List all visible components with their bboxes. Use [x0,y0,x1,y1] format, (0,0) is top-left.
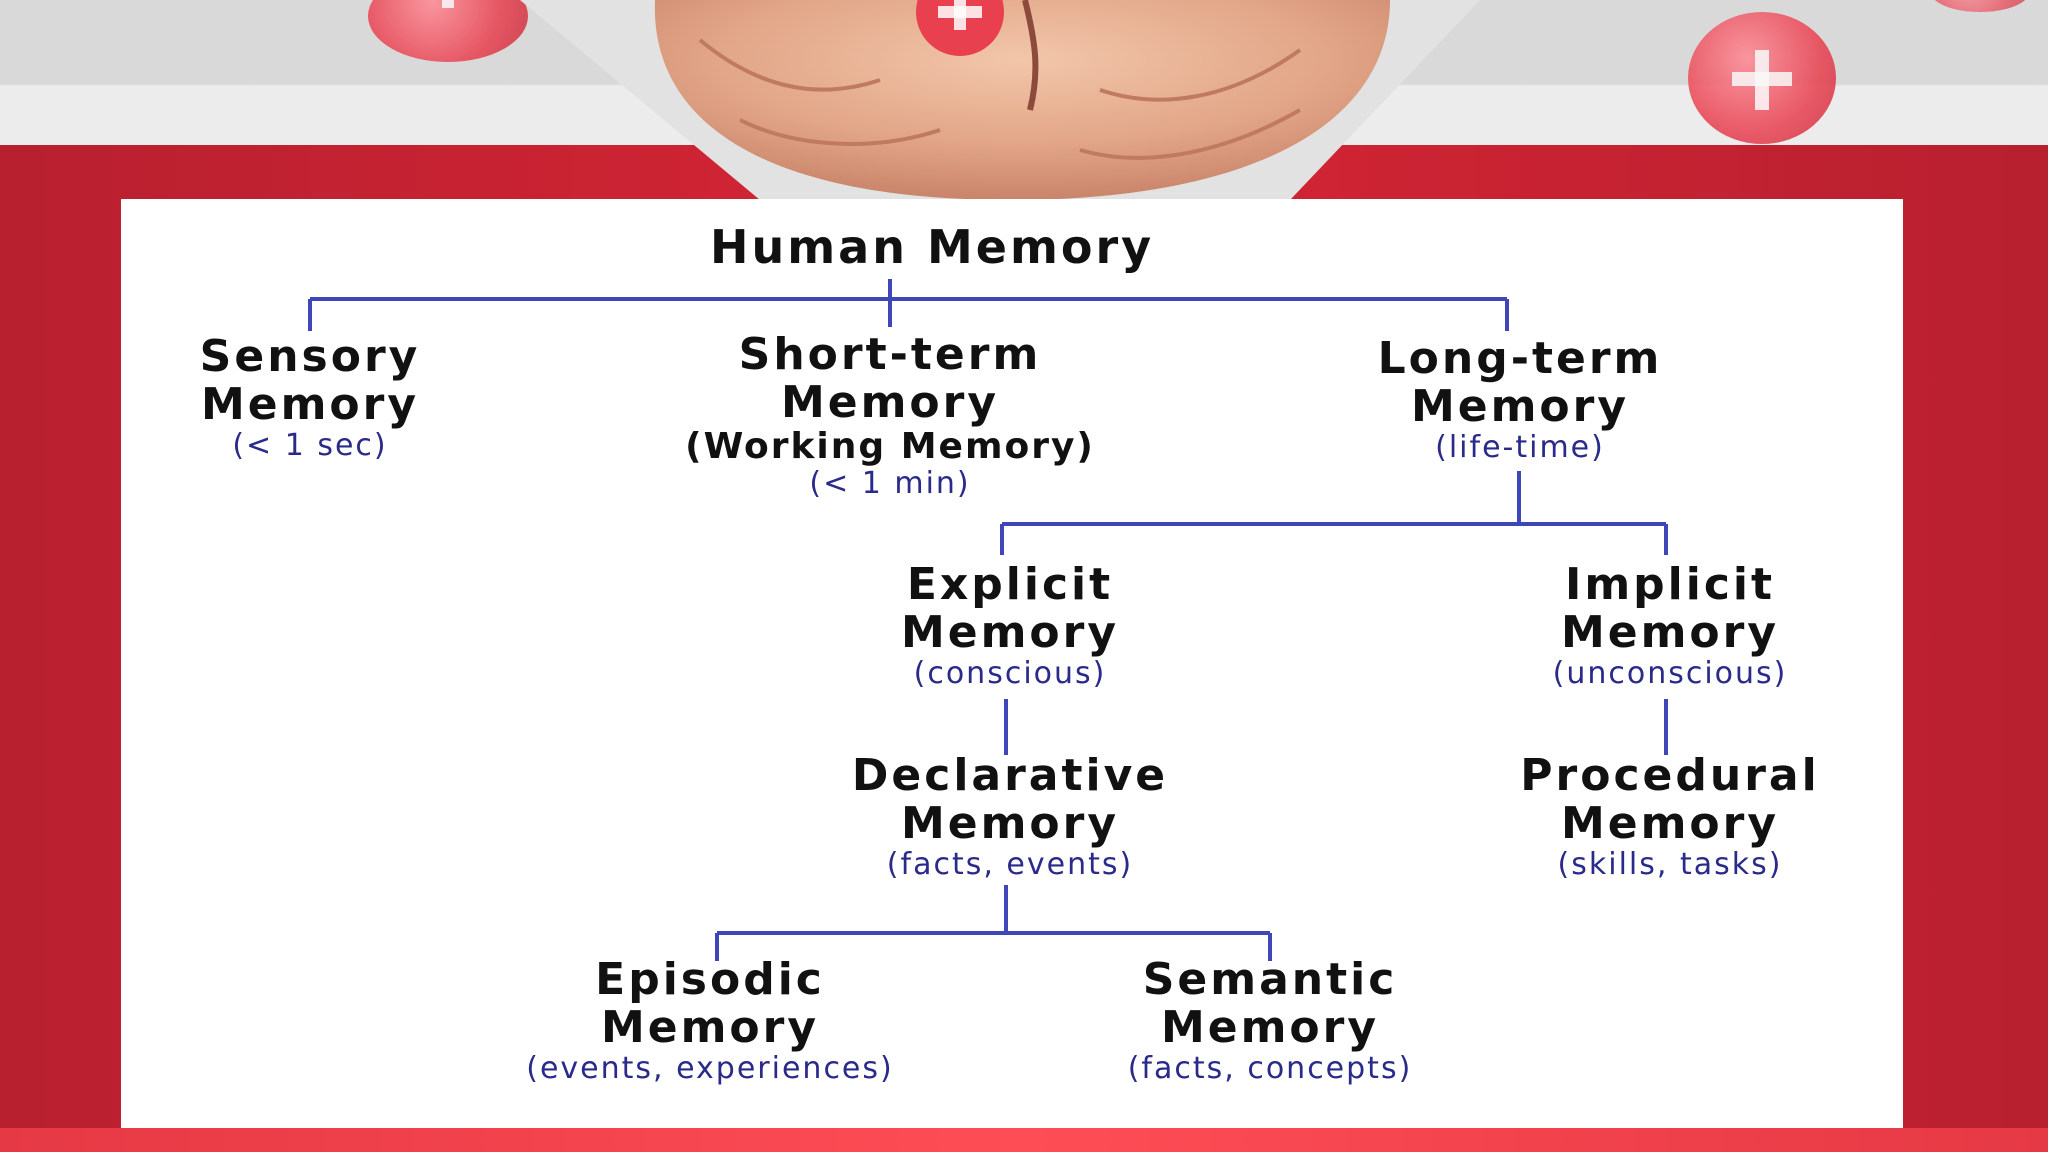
node-short-term-memory: Short-term Memory (Working Memory) (< 1 … [610,331,1170,501]
node-title: Semantic [1142,954,1398,1005]
node-explicit-memory: Explicit Memory (conscious) [840,561,1180,691]
node-title: Memory [600,1002,820,1053]
node-subtitle: (facts, concepts) [1127,1051,1413,1086]
node-title: Human Memory [710,220,1155,274]
node-subtitle: (< 1 sec) [232,428,388,463]
node-title: Implicit [1564,559,1776,610]
node-title: Long-term [1377,333,1663,384]
medical-cross-icon [1688,12,1836,144]
node-episodic-memory: Episodic Memory (events, experiences) [460,956,960,1086]
node-title: Memory [1410,381,1630,432]
node-title: Memory [1560,798,1780,849]
node-title: Memory [200,379,420,430]
node-procedural-memory: Procedural Memory (skills, tasks) [1460,752,1880,882]
node-title: Sensory [199,331,421,382]
medical-cross-icon [1930,0,2030,12]
node-sensory-memory: Sensory Memory (< 1 sec) [150,333,470,463]
node-subtitle: (life-time) [1435,430,1605,465]
node-title: Procedural [1520,750,1820,801]
node-subtitle: (events, experiences) [526,1051,894,1086]
connector-lines [308,279,1668,961]
node-subtitle: (< 1 min) [809,466,971,501]
node-subtitle: (skills, tasks) [1557,847,1783,882]
node-title: Declarative [851,750,1169,801]
node-title: Episodic [595,954,825,1005]
node-subtitle: (unconscious) [1552,656,1788,691]
node-title: Memory [900,607,1120,658]
node-title: Short-term [738,329,1042,380]
node-subtitle: (conscious) [913,656,1107,691]
node-title: Memory [900,798,1120,849]
brain-illustration [520,0,1480,200]
node-title: Explicit [906,559,1114,610]
slide-bottom-glow [0,1128,2048,1152]
node-title: Memory [1160,1002,1380,1053]
node-long-term-memory: Long-term Memory (life-time) [1320,335,1720,465]
memory-hierarchy-diagram: Human Memory Sensory Memory (< 1 sec) Sh… [121,199,1903,1128]
node-declarative-memory: Declarative Memory (facts, events) [810,752,1210,882]
node-title: Memory [780,377,1000,428]
node-human-memory: Human Memory [710,220,1155,274]
node-implicit-memory: Implicit Memory (unconscious) [1490,561,1850,691]
node-semantic-memory: Semantic Memory (facts, concepts) [1040,956,1500,1086]
node-subtitle: (facts, events) [886,847,1134,882]
node-title: Memory [1560,607,1780,658]
node-subtitle: (Working Memory) [685,426,1095,467]
